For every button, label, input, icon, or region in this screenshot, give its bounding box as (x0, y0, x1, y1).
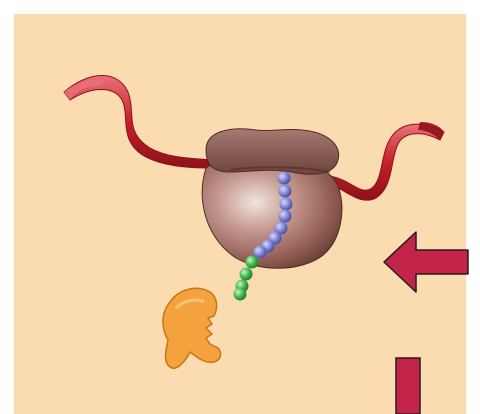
amino-acid-bead (246, 256, 259, 269)
vertical-bar-icon (396, 358, 420, 414)
amino-acid-bead (240, 268, 253, 281)
amino-acid-bead (279, 185, 292, 198)
amino-acid-bead (279, 210, 292, 223)
amino-acid-bead (280, 198, 293, 211)
amino-acid-bead (278, 172, 291, 185)
amino-acid-bead (234, 288, 247, 301)
